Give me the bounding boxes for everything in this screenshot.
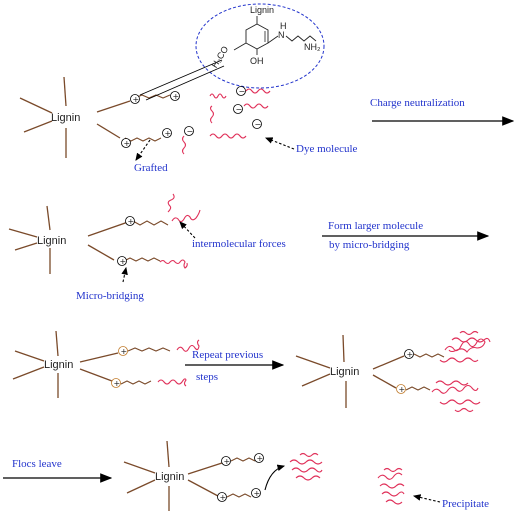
dye-cluster <box>451 337 491 343</box>
amine-nitrogen: N <box>278 30 285 40</box>
dye-cluster <box>444 338 486 353</box>
inset-lignin-label: Lignin <box>250 5 274 15</box>
inset-structure-callout: Lignin H₃CO OH N H NH₂ <box>139 3 325 101</box>
svg-text:+: + <box>114 379 121 388</box>
svg-text:+: + <box>121 347 128 356</box>
grafted-chain-lower <box>123 257 161 262</box>
terminal-amine: NH₂ <box>304 42 321 52</box>
dye-molecule-label: Dye molecule <box>296 143 358 155</box>
svg-text:+: + <box>128 217 135 226</box>
svg-text:+: + <box>407 350 414 359</box>
lignin-micro-bridging-molecule: Lignin + + <box>8 193 201 274</box>
grafted-chain-upper <box>134 94 171 99</box>
lignin-row4: Lignin + + + + <box>123 440 264 511</box>
grafted-chain-upper <box>127 347 171 352</box>
lignin-label: Lignin <box>44 359 73 371</box>
lignin-row3-right: Lignin + + <box>295 330 491 413</box>
charge-neutralization-label: Charge neutralization <box>370 97 465 109</box>
lignin-label: Lignin <box>155 471 184 483</box>
intermolecular-pointer <box>179 221 196 239</box>
lignin-label: Lignin <box>51 112 80 124</box>
svg-text:+: + <box>399 385 406 394</box>
grafted-chain-lower <box>124 137 162 142</box>
grafted-chain-upper <box>413 353 445 358</box>
dye-cluster <box>459 330 479 336</box>
micro-bridging-pointer <box>121 266 128 283</box>
released-floc <box>289 452 323 481</box>
svg-text:+: + <box>173 92 180 101</box>
dye-molecule <box>209 93 227 99</box>
precipitate-pointer <box>412 494 441 503</box>
dye-cluster <box>439 399 481 405</box>
lignin-label: Lignin <box>37 235 66 247</box>
grafted-chain-upper <box>230 457 256 462</box>
svg-text:−: − <box>187 127 194 136</box>
precipitate-label: Precipitate <box>442 498 489 510</box>
dye-molecules-row1: − − − − <box>181 86 271 155</box>
dye-molecule <box>209 133 247 139</box>
dye-cluster <box>299 452 319 458</box>
dye-molecule <box>181 135 187 155</box>
dye-cluster <box>289 459 323 465</box>
dye-cluster <box>381 491 405 497</box>
dye-cluster <box>377 472 403 480</box>
dye-molecule-pointer <box>264 137 295 150</box>
bridged-dye <box>159 259 188 269</box>
dye-cluster <box>385 499 403 505</box>
micro-bridging-label: Micro-bridging <box>76 290 144 302</box>
lignin-row3-left: Lignin + + <box>12 330 200 398</box>
dye-molecule <box>243 103 269 109</box>
svg-text:+: + <box>220 493 227 502</box>
bridged-dye <box>171 209 201 223</box>
hydroxyl-group: OH <box>250 56 264 66</box>
dye-cluster <box>291 467 323 473</box>
svg-text:−: − <box>236 105 243 114</box>
dye-cluster <box>431 384 479 394</box>
attached-dye <box>157 378 187 387</box>
methoxy-group: H₃CO <box>209 44 230 69</box>
grafted-label: Grafted <box>134 162 168 174</box>
flocs-leave-label: Flocs leave <box>12 458 62 470</box>
dye-cluster <box>383 467 403 473</box>
svg-text:−: − <box>255 120 262 129</box>
intermolecular-forces-label: intermolecular forces <box>192 238 286 250</box>
dye-molecule <box>209 105 215 124</box>
lignin-grafted-molecule: Lignin <box>19 76 171 158</box>
svg-text:+: + <box>257 454 264 463</box>
svg-text:+: + <box>224 457 231 466</box>
amine-hydrogen: H <box>280 21 287 31</box>
grafted-chain-lower <box>226 493 252 498</box>
svg-text:+: + <box>120 257 127 266</box>
svg-text:+: + <box>133 95 140 104</box>
dye-cluster <box>295 475 321 481</box>
svg-text:+: + <box>124 139 131 148</box>
charge-markers-row1: + + + + <box>121 91 180 148</box>
alkyl-linker <box>285 35 317 42</box>
grafted-pointer <box>135 139 151 161</box>
repeat-label-line1: Repeat previous <box>192 349 263 361</box>
attached-dye <box>176 339 200 352</box>
dye-cluster <box>439 357 479 363</box>
repeat-label-line2: steps <box>196 371 218 383</box>
grafted-chain-lower <box>405 386 431 391</box>
release-arrow <box>264 464 286 491</box>
svg-text:+: + <box>254 489 261 498</box>
dye-cluster <box>435 380 469 386</box>
svg-text:+: + <box>165 129 172 138</box>
grafted-chain-upper <box>132 220 169 226</box>
lignin-label: Lignin <box>330 366 359 378</box>
form-larger-label-line2: by micro-bridging <box>329 239 410 251</box>
precipitate-cluster <box>377 467 405 505</box>
dye-cluster <box>379 483 405 489</box>
form-larger-label-line1: Form larger molecule <box>328 220 423 232</box>
grafted-chain-lower <box>120 380 152 385</box>
bridged-dye <box>167 193 175 213</box>
svg-text:−: − <box>239 87 246 96</box>
dye-cluster <box>454 407 474 413</box>
dye-molecule <box>245 88 271 94</box>
